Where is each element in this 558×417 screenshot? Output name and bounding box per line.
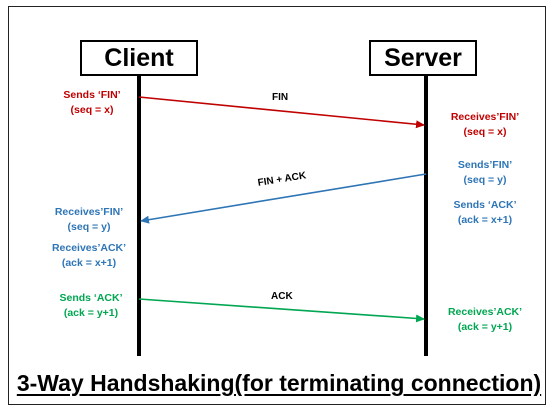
server-sends-ack-note: Sends ‘ACK’ (ack = x+1) bbox=[435, 198, 535, 228]
fin-arrow bbox=[138, 96, 425, 129]
client-receives-fin-note: Receives’FIN’ (seq = y) bbox=[44, 205, 134, 235]
client-receives-ack-line1: Receives’ACK’ bbox=[51, 242, 127, 254]
server-receives-ack-line2: (ack = y+1) bbox=[457, 321, 513, 333]
ack-arrow bbox=[138, 298, 425, 323]
client-sends-fin-line2: (seq = x) bbox=[70, 104, 114, 116]
server-receives-ack-line1: Receives’ACK’ bbox=[447, 306, 523, 318]
server-receives-fin-line1: Receives’FIN’ bbox=[450, 111, 520, 123]
client-sends-fin-note: Sends ‘FIN’ (seq = x) bbox=[52, 88, 132, 118]
server-sends-fin-note: Sends’FIN’ (seq = y) bbox=[435, 158, 535, 188]
fin-label: FIN bbox=[272, 92, 289, 103]
client-box: Client bbox=[80, 40, 198, 76]
server-receives-ack-note: Receives’ACK’ (ack = y+1) bbox=[435, 305, 535, 335]
client-receives-ack-line2: (ack = x+1) bbox=[61, 257, 117, 269]
server-receives-fin-note: Receives’FIN’ (seq = x) bbox=[435, 110, 535, 140]
server-receives-fin-line2: (seq = x) bbox=[463, 126, 507, 138]
client-sends-fin-line1: Sends ‘FIN’ bbox=[63, 89, 121, 101]
server-sends-fin-line1: Sends’FIN’ bbox=[457, 159, 513, 171]
server-sends-ack-line1: Sends ‘ACK’ bbox=[453, 199, 517, 211]
client-sends-ack-line2: (ack = y+1) bbox=[63, 307, 119, 319]
client-receives-fin-line1: Receives’FIN’ bbox=[54, 206, 124, 218]
fin-ack-arrow bbox=[140, 173, 427, 224]
client-receives-fin-line2: (seq = y) bbox=[67, 221, 111, 233]
ack-label: ACK bbox=[271, 291, 293, 302]
server-box: Server bbox=[369, 40, 477, 76]
diagram-title: 3-Way Handshaking(for terminating connec… bbox=[16, 370, 542, 396]
client-receives-ack-note: Receives’ACK’ (ack = x+1) bbox=[44, 241, 134, 271]
client-sends-ack-line1: Sends ‘ACK’ bbox=[59, 292, 123, 304]
server-sends-fin-line2: (seq = y) bbox=[463, 174, 507, 186]
server-sends-ack-line2: (ack = x+1) bbox=[457, 214, 513, 226]
client-sends-ack-note: Sends ‘ACK’ (ack = y+1) bbox=[50, 291, 132, 321]
